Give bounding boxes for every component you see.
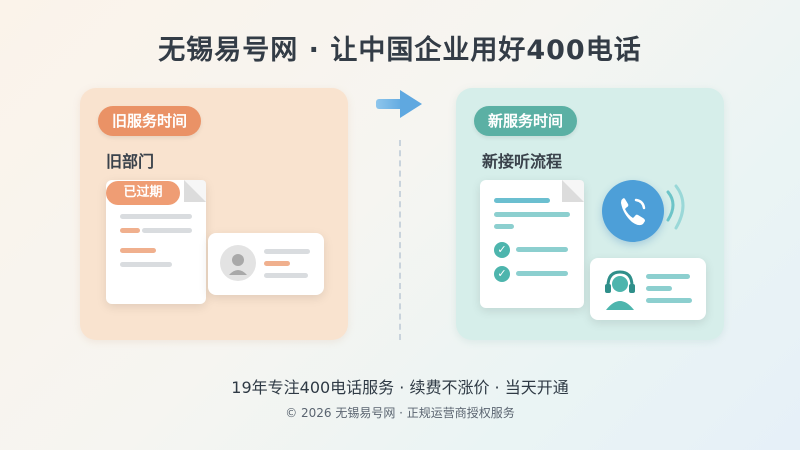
- doc-line: [142, 228, 192, 233]
- new-process-label: 新接听流程: [482, 152, 563, 171]
- card-line: [646, 286, 672, 291]
- new-document-icon: ✓ ✓: [480, 180, 584, 308]
- signal-waves-icon: [666, 184, 685, 230]
- tagline: 19年专注400电话服务 · 续费不涨价 · 当天开通: [231, 378, 569, 397]
- card-line-highlight: [264, 261, 290, 266]
- check-icon: ✓: [494, 242, 510, 258]
- expired-badge: 已过期: [106, 181, 180, 205]
- new-service-pill: 新服务时间: [474, 106, 578, 136]
- doc-line: [120, 214, 192, 219]
- check-icon: ✓: [494, 266, 510, 282]
- phone-call-icon: [602, 180, 664, 242]
- old-service-pill: 旧服务时间: [98, 106, 202, 136]
- new-service-panel: 新服务时间 新接听流程 ✓ ✓: [456, 88, 724, 340]
- doc-line: [494, 198, 550, 203]
- headset-agent-icon: [598, 266, 642, 312]
- arrow-right-icon: [374, 86, 426, 126]
- doc-line: [516, 271, 568, 276]
- divider-line: [399, 140, 401, 340]
- card-line: [264, 249, 310, 254]
- doc-line-highlight: [120, 248, 156, 253]
- doc-line: [494, 212, 570, 217]
- doc-line: [516, 247, 568, 252]
- footer-copyright: © 2026 无锡易号网 · 正规运营商授权服务: [285, 406, 515, 420]
- card-line: [646, 274, 690, 279]
- doc-line: [120, 262, 172, 267]
- user-avatar-icon: [220, 245, 256, 281]
- old-contact-card: [208, 233, 324, 295]
- agent-contact-card: [590, 258, 706, 320]
- doc-fold: [562, 180, 584, 202]
- card-line: [264, 273, 308, 278]
- old-department-label: 旧部门: [106, 152, 155, 171]
- old-service-panel: 旧服务时间 旧部门 已过期: [80, 88, 348, 340]
- doc-fold: [184, 180, 206, 202]
- page-title: 无锡易号网 · 让中国企业用好400电话: [158, 35, 642, 66]
- doc-line: [494, 224, 514, 229]
- doc-line-highlight: [120, 228, 140, 233]
- card-line: [646, 298, 692, 303]
